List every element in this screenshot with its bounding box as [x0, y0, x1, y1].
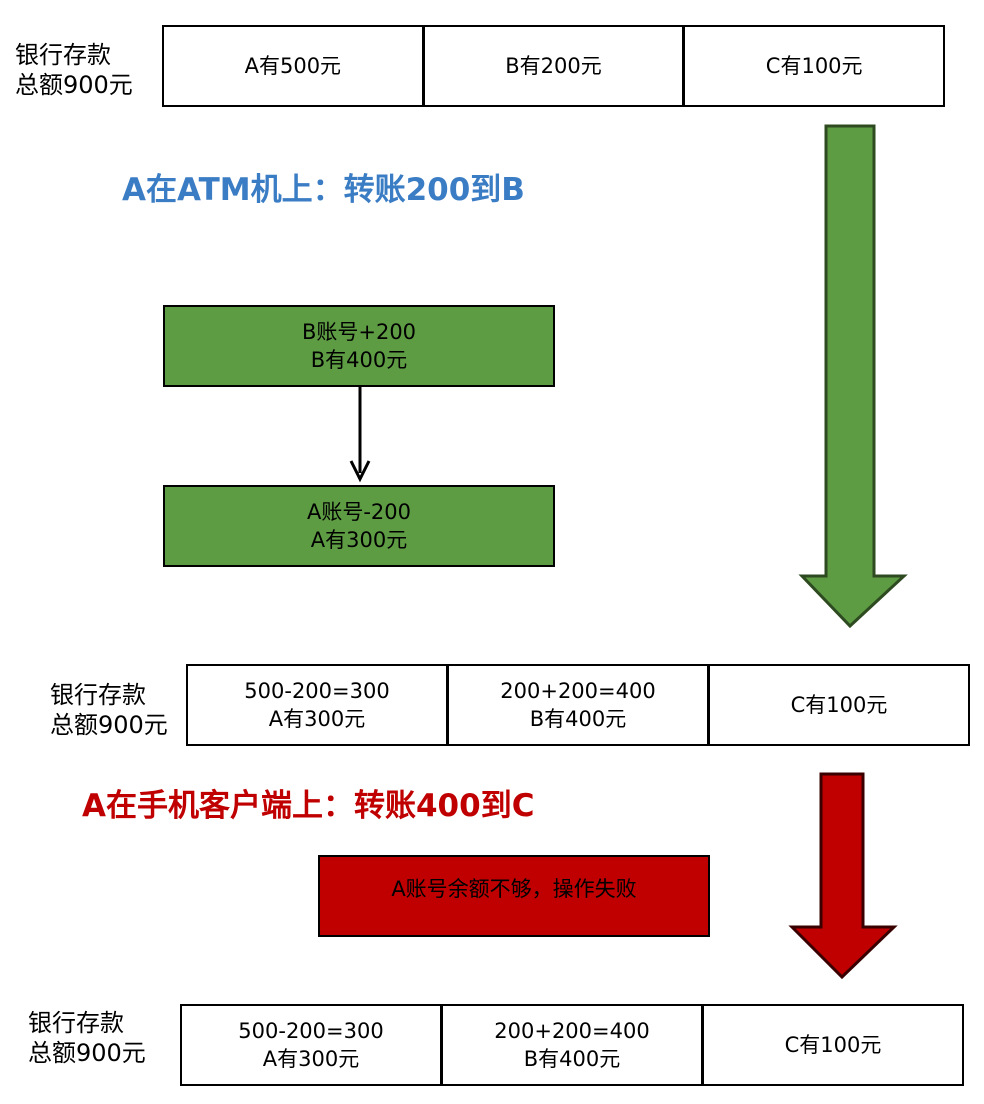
stage2-cell-c: C有100元: [790, 693, 888, 717]
stage1-cell-a: A有500元: [164, 27, 425, 105]
red-down-arrow: [788, 772, 898, 980]
failure-box: A账号余额不够，操作失败: [318, 855, 710, 937]
red-arrow-shape: [788, 772, 898, 980]
green-down-arrow: [798, 124, 908, 629]
step-a-debit-box: A账号-200 A有300元: [163, 485, 555, 567]
heading-mobile-transfer: A在手机客户端上：转账400到C: [82, 788, 535, 824]
step-b-credit-box: B账号+200 B有400元: [163, 305, 555, 387]
stage3-label: 银行存款 总额900元: [28, 1009, 146, 1067]
green-arrow-shape: [798, 124, 908, 629]
stage2-label: 银行存款 总额900元: [50, 681, 168, 739]
heading-atm-transfer: A在ATM机上：转账200到B: [122, 172, 525, 208]
step-down-arrow: [349, 387, 371, 483]
stage1-cell-c: C有100元: [765, 54, 863, 78]
stage1-accounts-row: A有500元 B有200元 C有100元: [162, 25, 945, 107]
stage3-cell-c: C有100元: [784, 1033, 882, 1057]
stage1-label: 银行存款 总额900元: [15, 41, 133, 99]
stage1-cell-b: B有200元: [425, 27, 686, 105]
